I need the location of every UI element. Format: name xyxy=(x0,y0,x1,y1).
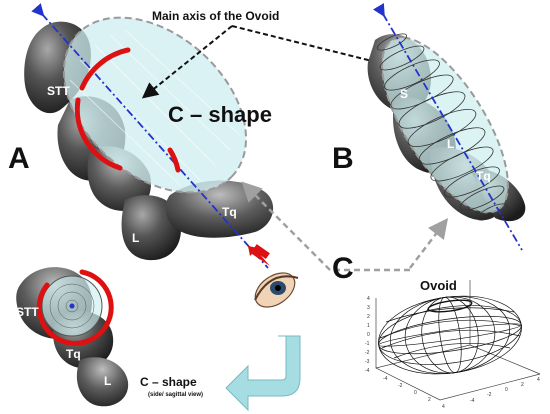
panel-a-label-tq: Tq xyxy=(222,205,237,219)
panel-c-plot-title: Ovoid xyxy=(420,278,457,293)
panel-c-y-tick: 0 xyxy=(367,332,370,338)
panel-c-x-tick: -4 xyxy=(383,376,388,382)
panel-c-y-tick: -2 xyxy=(365,350,370,356)
panel-c-axes-box xyxy=(375,280,541,401)
main-axis-title: Main axis of the Ovoid xyxy=(152,9,279,23)
panel-a-letter: A xyxy=(8,142,30,175)
connector-c-to-b xyxy=(409,218,449,269)
panel-a-label-stt: STT xyxy=(47,84,70,98)
panel-a-c-arc-right xyxy=(167,147,181,173)
panel-b-label-tq: Tq xyxy=(476,169,491,183)
panel-c-y-ticks: 4 3 2 1 0 -1 -2 -3 -4 xyxy=(365,296,370,374)
panel-c-y-tick: 4 xyxy=(367,296,370,302)
eye-icon xyxy=(254,272,299,308)
panel-c-x-ticks: -4 -2 0 2 4 xyxy=(383,376,445,410)
panel-c-z-ticks: -4 -2 0 2 4 xyxy=(470,377,540,404)
panel-d-caption-main: C – shape xyxy=(140,375,197,389)
connector-c-to-a xyxy=(241,181,410,272)
panel-c-z-tick: 4 xyxy=(537,377,540,383)
panel-d-c-arc xyxy=(36,269,114,346)
panel-b: S L Tq B xyxy=(332,3,526,251)
main-axis-pointer-left xyxy=(141,25,233,99)
panel-d-ovoid-rings xyxy=(49,283,95,329)
panel-d-axis-point xyxy=(69,303,75,309)
panel-b-letter: B xyxy=(332,142,354,175)
main-axis-pointer-right xyxy=(231,25,396,71)
panel-d-label-tq: Tq xyxy=(66,347,81,361)
panel-b-ovoid-rings xyxy=(376,33,508,221)
panel-c-ovoid-wireframe xyxy=(378,295,523,375)
panel-b-main-axis xyxy=(373,3,523,251)
view-direction-arrow xyxy=(248,246,270,266)
panel-c-z-tick: -2 xyxy=(487,392,492,398)
panel-a-c-arc-upper xyxy=(79,47,131,91)
panel-a-c-shape-text: C – shape xyxy=(168,102,272,127)
panel-c-y-tick: -3 xyxy=(365,359,370,365)
panel-c-x-tick: 4 xyxy=(442,404,445,410)
panel-c-x-tick: 0 xyxy=(414,390,417,396)
panel-b-label-l: L xyxy=(447,137,454,151)
panel-c-z-tick: -4 xyxy=(470,398,475,404)
panel-d-caption-sub: (side/ sagittal view) xyxy=(148,392,203,398)
panel-a: STT L Tq C – shape A xyxy=(8,3,299,308)
rotate-view-arrow xyxy=(225,335,301,412)
panel-c-z-tick: 0 xyxy=(505,387,508,393)
panel-b-label-s: S xyxy=(400,87,408,101)
view-direction-arrow-body xyxy=(252,244,270,260)
panel-c-x-tick: 2 xyxy=(428,397,431,403)
panel-b-ovoid xyxy=(381,36,509,214)
panel-a-label-l: L xyxy=(132,231,139,245)
panel-c-letter: C xyxy=(332,252,354,285)
panel-a-main-axis xyxy=(31,3,269,269)
panel-d-label-l: L xyxy=(104,374,111,388)
panel-c-x-tick: -2 xyxy=(398,383,403,389)
panel-a-c-arc-lower xyxy=(74,97,123,171)
panel-d: STT Tq L C – shape (side/ sagittal view) xyxy=(16,267,203,407)
panel-c-y-tick: -1 xyxy=(365,341,370,347)
panel-c-y-tick: 3 xyxy=(367,305,370,311)
panel-c-z-tick: 2 xyxy=(521,382,524,388)
panel-c-y-tick: 2 xyxy=(367,314,370,320)
panel-c: C Ovoid 4 3 2 xyxy=(332,252,541,410)
panel-c-y-tick: 1 xyxy=(367,323,370,329)
panel-d-label-stt: STT xyxy=(16,305,39,319)
panel-c-y-tick: -4 xyxy=(365,368,370,374)
